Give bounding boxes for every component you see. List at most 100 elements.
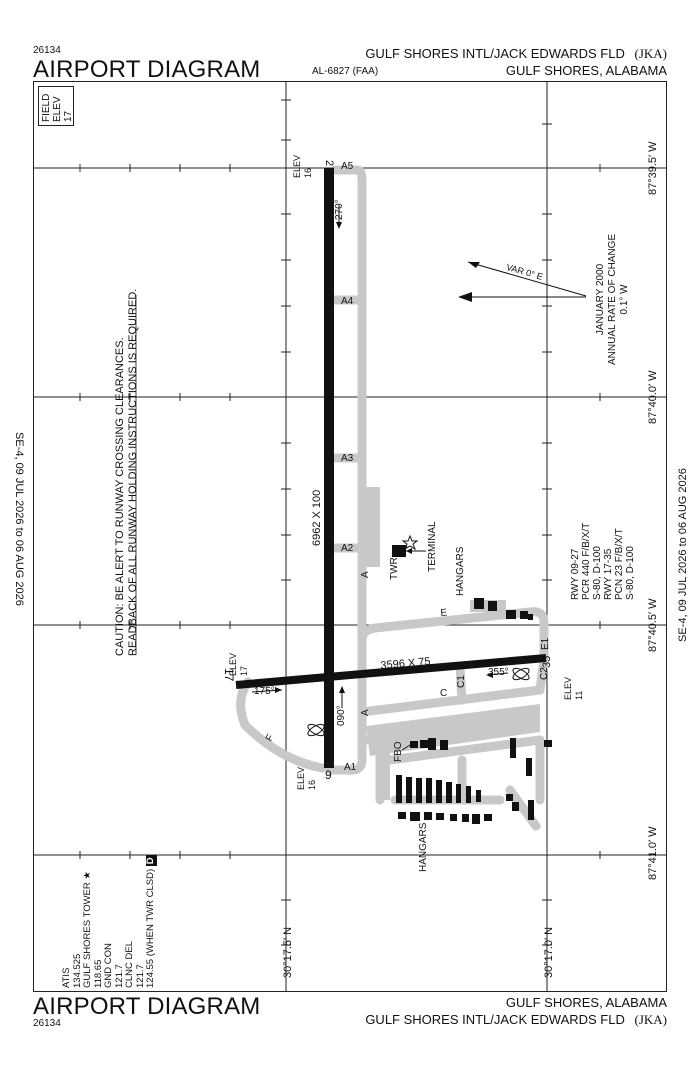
hdg-175: 175° (254, 686, 275, 697)
atis-label: ATIS (61, 967, 72, 988)
elev-27: ELEV 16 (292, 155, 314, 178)
taxiway-label-a: A (360, 571, 371, 578)
hangar (544, 740, 552, 747)
tower-name: GULF SHORES TOWER (82, 882, 93, 988)
taxiway-label-a1: A1 (344, 762, 357, 773)
taxiway-label-a4: A4 (341, 296, 354, 307)
grid-ticks (79, 99, 601, 946)
footer-airport-name: GULF SHORES INTL/JACK EDWARDS FLD (365, 1012, 625, 1027)
t-hangar (396, 775, 402, 803)
hangar (424, 812, 432, 820)
elev-35-value: 11 (574, 690, 584, 700)
hdg-090: 090° (336, 705, 347, 726)
elev-9: ELEV 16 (296, 767, 318, 790)
runway-9-27 (324, 168, 334, 768)
magvar-line2: ANNUAL RATE OF CHANGE (607, 233, 618, 365)
caution-line1: CAUTION: BE ALERT TO RUNWAY CROSSING CLE… (114, 337, 126, 656)
terminal-arrow (406, 548, 412, 554)
mag-north-head (458, 292, 472, 302)
magvar-note: JANUARY 2000 ANNUAL RATE OF CHANGE 0.1° … (595, 234, 631, 365)
t-hangar (416, 778, 422, 803)
windcone-icon-2 (512, 667, 530, 681)
runway-info-line2: PCR 440 F/B/X/T (581, 522, 592, 600)
comms-block: ATIS 134.525 GULF SHORES TOWER ★ 118.65 … (61, 855, 157, 988)
elev-27-value: 16 (303, 167, 313, 178)
hangar (506, 794, 513, 801)
taxiway-e (357, 607, 549, 679)
hangar (528, 800, 534, 820)
elev-35-word: ELEV (563, 676, 573, 700)
tower-label: TWR (389, 557, 400, 580)
taxiway-label-e: E (440, 607, 448, 619)
terminal-apron (366, 487, 380, 567)
hangar (462, 814, 469, 822)
hdg-270: 270° (334, 199, 345, 220)
airport-name: GULF SHORES INTL/JACK EDWARDS FLD (365, 46, 625, 61)
runway-9-label: 9 (325, 768, 332, 782)
gnd-label: GND CON (103, 943, 114, 988)
elev-17-value: 17 (239, 665, 249, 676)
clnc-label: CLNC DEL (124, 941, 135, 988)
tower-leader (397, 545, 408, 556)
true-north-arrow (467, 261, 587, 297)
taxiway-label-c: C (440, 688, 448, 699)
south-apron (366, 704, 540, 756)
d-atis-badge: D (145, 855, 157, 867)
true-north-head (468, 262, 480, 268)
hangar (488, 601, 497, 611)
page-title: AIRPORT DIAGRAM (33, 56, 261, 83)
tower-star-symbol: ★ (82, 871, 93, 880)
hangar (520, 611, 528, 619)
elev-35: ELEV 11 (563, 677, 585, 700)
footer-title: AIRPORT DIAGRAM (33, 993, 261, 1020)
terminal-building (392, 545, 406, 557)
footer-airport-name-block: GULF SHORES INTL/JACK EDWARDS FLD (JKA) (365, 1012, 667, 1028)
chart-id: AL-6827 (FAA) (312, 66, 379, 77)
lat-label-17-5: 30°17.5′ N (282, 926, 294, 978)
clsd-freq: 124.55 (WHEN TWR CLSD) (145, 868, 156, 988)
hangar (528, 614, 533, 620)
lon-label-40-5: 87°40.5′ W (647, 598, 659, 652)
runway-27-label: 27 (323, 160, 335, 173)
runway-info-line1: RWY 09-27 (570, 548, 581, 600)
taxiway-f (236, 677, 327, 773)
t-hangar (446, 782, 452, 803)
footer-airport-code: (JKA) (634, 1012, 668, 1027)
taxiway-label-c2: C2 (539, 667, 550, 680)
taxiway-label-a3: A3 (341, 453, 354, 464)
field-elev-box (38, 86, 74, 126)
hangar (512, 802, 519, 811)
elev-9-word: ELEV (296, 766, 306, 790)
t-hangar (456, 784, 461, 803)
taxiway-a (325, 165, 367, 775)
caution-line2: READBACK OF ALL RUNWAY HOLDING INSTRUCTI… (127, 288, 139, 656)
hangar (510, 738, 516, 758)
hangar (410, 812, 420, 821)
magvar-line1: JANUARY 2000 (595, 263, 606, 336)
hangar (474, 598, 484, 609)
footer-location: GULF SHORES, ALABAMA (505, 995, 667, 1010)
airport-name-header: GULF SHORES INTL/JACK EDWARDS FLD (JKA) (365, 46, 667, 62)
field-elev-line1: FIELD (41, 93, 52, 122)
hangar (450, 814, 457, 821)
elev-9-value: 16 (307, 779, 317, 790)
taxiway-label-a5: A5 (341, 161, 354, 172)
hangar (472, 814, 480, 824)
footer-procedure-number: 26134 (33, 1018, 61, 1029)
hangar (526, 758, 532, 776)
taxiway-label-a2: A2 (341, 543, 354, 554)
taxiway-c1 (455, 663, 467, 705)
field-elev-label: FIELD ELEV 17 (41, 94, 74, 122)
procedure-number: 26134 (33, 45, 61, 56)
elev-17-word: ELEV (228, 652, 238, 676)
field-elev-line2: ELEV (52, 96, 63, 122)
hangars-label-south: HANGARS (418, 822, 429, 872)
fbo-building (428, 738, 436, 750)
runway-info-line6: S-80, D-100 (625, 546, 636, 600)
field-elev-line3: 17 (63, 110, 74, 122)
caution-note: CAUTION: BE ALERT TO RUNWAY CROSSING CLE… (114, 289, 140, 656)
elev-27-word: ELEV (292, 154, 302, 178)
taxiway-label-c1: C1 (456, 675, 467, 688)
runway-info-line5: PCN 23 F/B/X/T (614, 528, 625, 600)
